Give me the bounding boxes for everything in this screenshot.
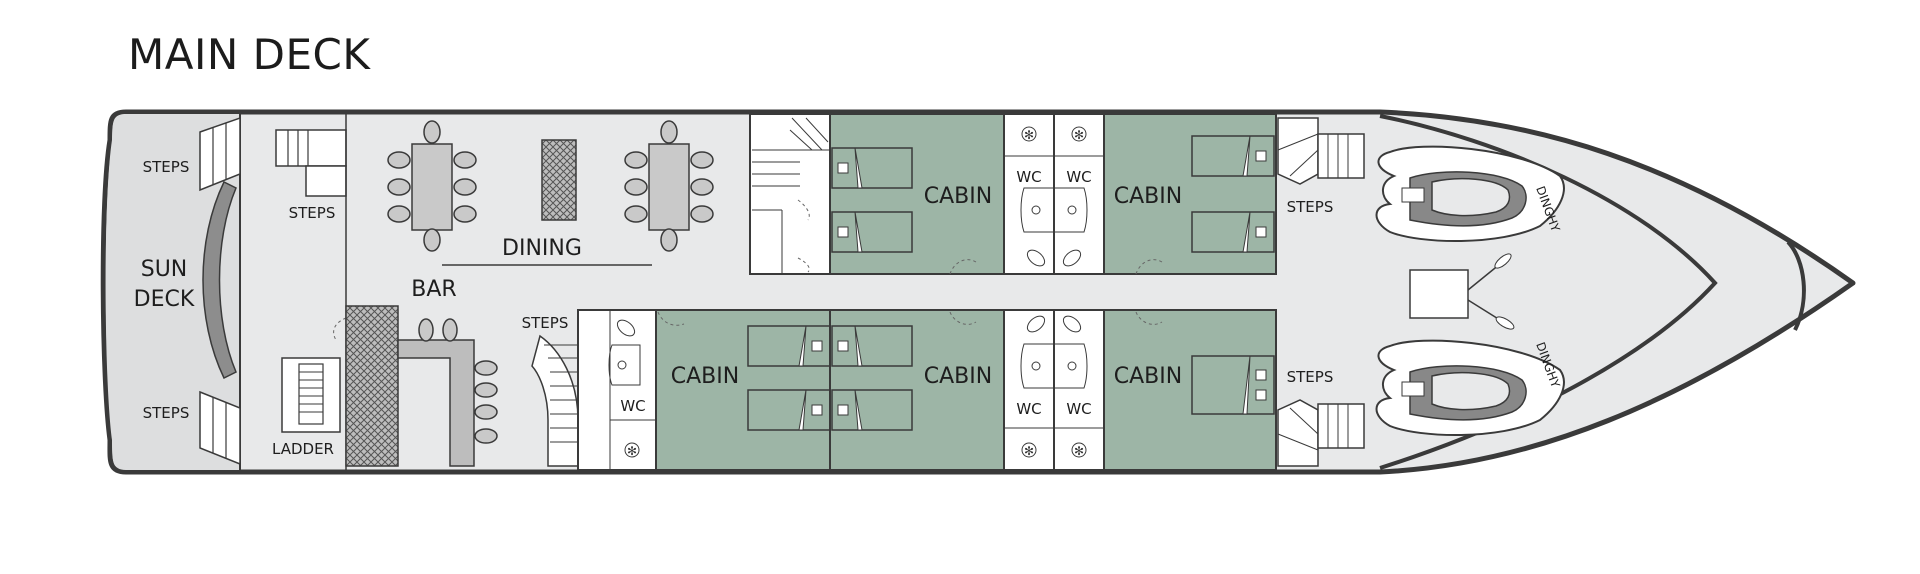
steps-forward-upper [1277,117,1365,185]
ladder-label: LADDER [272,440,334,458]
wc-label: WC [1066,168,1091,186]
steps-label: STEPS [143,404,190,422]
stairwell-treads [752,117,830,274]
dining-table-right [624,120,714,252]
wc-label: WC [1016,168,1041,186]
deck-title: MAIN DECK [128,30,371,79]
steps-spiral [531,334,579,467]
bed [831,211,913,253]
bed [1191,211,1275,253]
dining-label: DINING [502,236,582,261]
cabin-label: CABIN [924,184,992,209]
svg-text:✻: ✻ [1024,128,1034,142]
sun-deck-label: SUN [141,257,188,282]
cabin-label: CABIN [671,364,739,389]
svg-text:✻: ✻ [1074,128,1084,142]
steps-sundeck-bottom [199,390,241,466]
wc-label: WC [1016,400,1041,418]
wc-lower-aft [577,309,657,471]
cabin-label: CABIN [1114,184,1182,209]
bow-tip-line [1786,240,1806,331]
dining-table-left [387,120,477,252]
svg-text:✻: ✻ [627,444,637,458]
steps-label: STEPS [522,314,569,332]
svg-text:✻: ✻ [1074,444,1084,458]
steps-label: STEPS [289,204,336,222]
bed [747,325,831,367]
cabin-label: CABIN [1114,364,1182,389]
ladder [281,357,341,433]
sun-deck-bench [202,180,237,380]
bar-label: BAR [411,277,456,302]
bed [831,147,913,189]
bar-counter [397,339,475,467]
cabin-label: CABIN [924,364,992,389]
bed [747,389,831,431]
steps-sundeck-top [199,116,241,192]
bed [1191,135,1275,177]
bed [831,325,913,367]
steps-label: STEPS [1287,198,1334,216]
sun-deck-area [105,114,240,470]
dinghy-lower [1375,339,1565,437]
wc-label: WC [1066,400,1091,418]
washbasin-icon [1020,187,1088,233]
steps-label: STEPS [143,158,190,176]
wc-label: WC [620,397,645,415]
svg-text:✻: ✻ [1024,444,1034,458]
bed [1191,355,1275,415]
steps-upper-left [275,129,347,197]
anchor-box [1409,253,1515,330]
steps-label: STEPS [1287,368,1334,386]
steps-forward-lower [1277,399,1365,467]
bar-counter-hatch [345,305,399,467]
dining-buffet [541,139,577,221]
stairwell-upper [749,113,831,275]
sun-deck-label-2: DECK [134,287,195,312]
toilet-icon [1026,249,1082,267]
bed [831,389,913,431]
dinghy-upper [1375,145,1565,243]
